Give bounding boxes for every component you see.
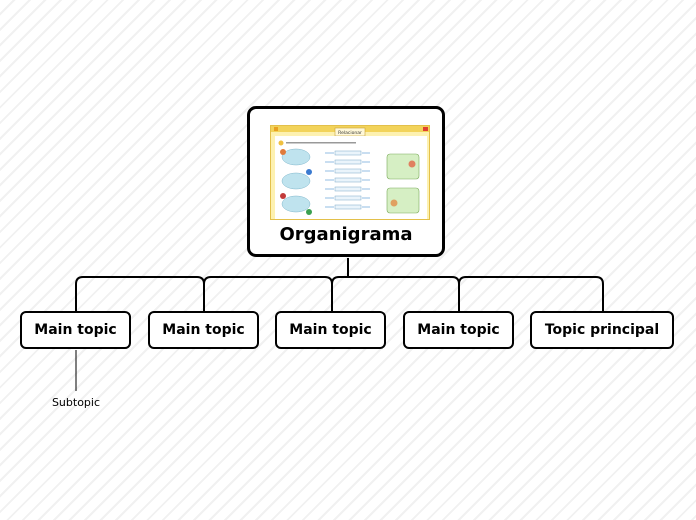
central-topic[interactable]: Relacionar [247, 106, 445, 257]
main-topic-2-label: Main topic [162, 322, 245, 338]
central-topic-title: Organigrama [279, 224, 413, 245]
subtopic-1[interactable]: Subtopic [51, 396, 101, 409]
main-topic-4-label: Main topic [417, 322, 500, 338]
main-topic-1-label: Main topic [34, 322, 117, 338]
main-topic-5[interactable]: Topic principal [530, 311, 674, 349]
main-topic-3-label: Main topic [289, 322, 372, 338]
image-caption: Relacionar [338, 130, 362, 136]
main-topic-5-label: Topic principal [544, 322, 660, 338]
main-topic-1[interactable]: Main topic [20, 311, 131, 349]
branch-connector-1 [75, 276, 205, 311]
branch-connector-3 [331, 276, 460, 311]
main-topic-3[interactable]: Main topic [275, 311, 386, 349]
branch-connector-2 [203, 276, 333, 311]
main-topic-4[interactable]: Main topic [403, 311, 514, 349]
branch-connector-4 [458, 276, 604, 311]
main-topic-2[interactable]: Main topic [148, 311, 259, 349]
central-topic-image: Relacionar [270, 125, 430, 220]
